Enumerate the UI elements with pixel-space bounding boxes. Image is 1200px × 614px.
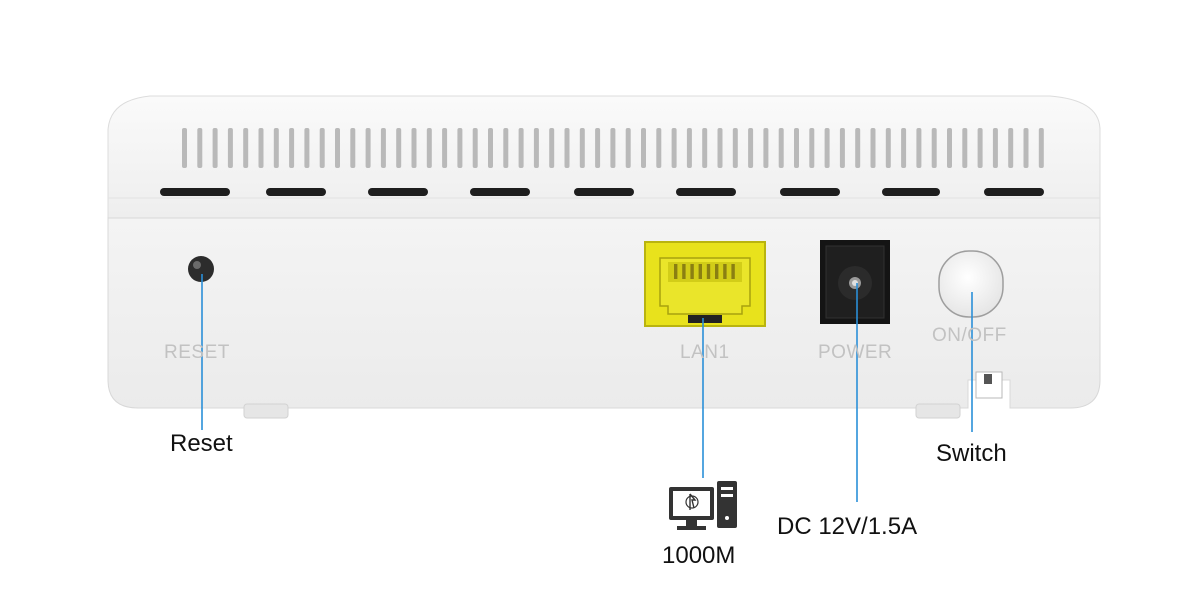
vent-slot xyxy=(839,128,845,168)
vent-slot xyxy=(992,128,998,168)
vent-slot xyxy=(396,128,402,168)
vent-slot xyxy=(258,128,264,168)
power-jack[interactable] xyxy=(820,240,890,324)
vent-slot xyxy=(962,128,968,168)
vent-slot xyxy=(518,128,524,168)
vent-slot xyxy=(289,128,295,168)
rubber-foot-right xyxy=(915,403,961,419)
vent-slot-lower xyxy=(368,188,428,196)
vent-slot xyxy=(579,128,585,168)
vent-slot-lower xyxy=(780,188,840,196)
vent-slot xyxy=(411,128,417,168)
vent-slot xyxy=(319,128,325,168)
vent-slot xyxy=(243,128,249,168)
vent-slot-lower xyxy=(984,188,1044,196)
lan-pin xyxy=(682,264,686,279)
vent-slot xyxy=(671,128,677,168)
vent-slot xyxy=(350,128,356,168)
vent-slot xyxy=(870,128,876,168)
computer-icon xyxy=(669,481,737,530)
vent-slot xyxy=(732,128,738,168)
vent-slot xyxy=(656,128,662,168)
vent-slot-lower xyxy=(676,188,736,196)
vent-slot xyxy=(533,128,539,168)
power-port-label: POWER xyxy=(818,342,893,363)
vent-slot xyxy=(457,128,463,168)
vent-slot xyxy=(1023,128,1029,168)
lan-pin xyxy=(715,264,719,279)
reset-port-label: RESET xyxy=(164,342,230,363)
vent-slot xyxy=(947,128,952,168)
vent-slot xyxy=(549,128,555,168)
vent-slot xyxy=(365,128,371,168)
vent-slot xyxy=(488,128,493,168)
vent-slot xyxy=(778,128,784,168)
vent-slot xyxy=(273,128,279,168)
reset-callout: Reset xyxy=(170,430,233,457)
vent-slot xyxy=(380,128,386,168)
vent-slot xyxy=(748,128,754,168)
reset-hole[interactable] xyxy=(188,256,214,282)
power-rating-callout: DC 12V/1.5A xyxy=(777,513,918,540)
vent-slot xyxy=(824,128,830,168)
vent-slot-lower xyxy=(160,188,230,196)
vent-slot xyxy=(977,128,983,168)
on-off-label: ON/OFF xyxy=(932,325,1007,346)
vent-slot xyxy=(901,128,907,168)
lan-pin xyxy=(698,264,702,279)
vent-slot xyxy=(442,128,448,168)
vent-slot xyxy=(503,128,509,168)
vent-slot-lower xyxy=(266,188,326,196)
vent-slot xyxy=(794,128,799,168)
vent-slot xyxy=(809,128,815,168)
callout-leader-lines xyxy=(201,274,973,502)
vent-slot xyxy=(197,128,203,168)
lan-port-label: LAN1 xyxy=(680,342,730,363)
router-back-panel xyxy=(107,217,1101,419)
vent-slot xyxy=(1008,128,1014,168)
vent-slot xyxy=(855,128,861,168)
rubber-foot-left xyxy=(243,403,289,419)
vent-slot-lower xyxy=(470,188,530,196)
vent-slot xyxy=(472,128,478,168)
vent-slot xyxy=(641,128,646,168)
lan-port[interactable] xyxy=(644,241,766,327)
lan-pin xyxy=(723,264,727,279)
lan-pin xyxy=(706,264,711,279)
lan-speed-callout: 1000M xyxy=(662,542,736,569)
vent-slot xyxy=(335,128,340,168)
vent-slot xyxy=(931,128,937,168)
vent-slot xyxy=(686,128,692,168)
vent-slot-lower xyxy=(574,188,634,196)
vent-slot xyxy=(564,128,570,168)
vent-slot xyxy=(182,128,187,168)
vent-slot xyxy=(763,128,769,168)
vent-slot xyxy=(304,128,310,168)
lan-port-pins xyxy=(674,264,735,279)
vent-slot xyxy=(212,128,218,168)
vent-slot xyxy=(1038,128,1044,168)
vent-slot xyxy=(426,128,432,168)
ventilation-slots xyxy=(160,128,1044,196)
lan-pin xyxy=(731,264,735,279)
cable-clip-slot xyxy=(984,374,992,384)
vent-slot xyxy=(227,128,233,168)
vent-slot xyxy=(702,128,708,168)
vent-slot xyxy=(595,128,601,168)
vent-slot xyxy=(625,128,631,168)
vent-slot xyxy=(885,128,891,168)
switch-callout: Switch xyxy=(936,440,1007,467)
power-switch-button[interactable] xyxy=(938,250,1004,318)
lan-pin xyxy=(674,264,678,279)
vent-slot xyxy=(717,128,723,168)
lan-pin xyxy=(690,264,694,279)
vent-slot xyxy=(610,128,616,168)
vent-slot-lower xyxy=(882,188,940,196)
vent-slot xyxy=(916,128,922,168)
